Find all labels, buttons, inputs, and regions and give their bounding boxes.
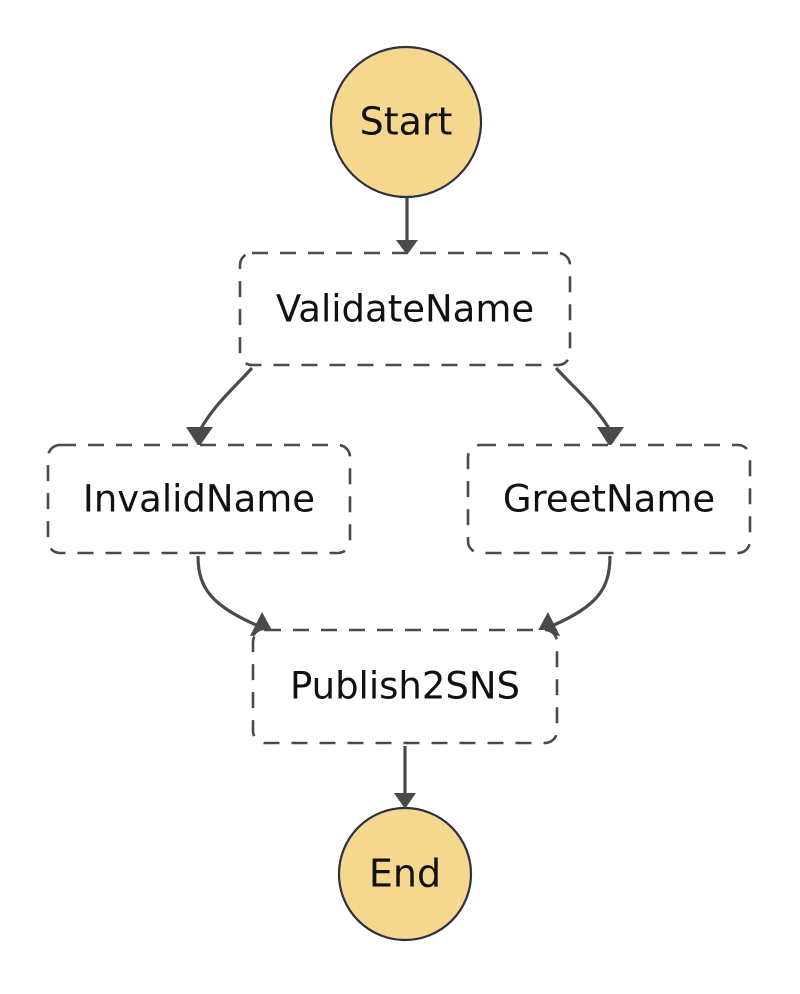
node-start[interactable]: Start bbox=[329, 45, 483, 199]
edge-validate-name-to-invalid-name bbox=[186, 366, 254, 447]
invalid-name-box[interactable] bbox=[46, 443, 352, 555]
validate-name-box[interactable] bbox=[238, 251, 572, 367]
arrow-head-icon bbox=[396, 240, 418, 255]
edge-publish2sns-to-end bbox=[394, 746, 416, 809]
greet-name-label: GreetName bbox=[503, 478, 715, 521]
edge-greet-name-to-publish2sns bbox=[536, 555, 612, 636]
greet-name-box[interactable] bbox=[466, 443, 752, 555]
edge-line bbox=[196, 555, 257, 627]
arrow-head-icon bbox=[186, 427, 213, 447]
end-label: End bbox=[369, 852, 441, 896]
edge-line bbox=[553, 555, 612, 627]
validate-name-label: ValidateName bbox=[276, 288, 534, 331]
edge-line bbox=[198, 366, 254, 431]
arrow-head-icon bbox=[597, 427, 624, 447]
publish2sns-box[interactable] bbox=[251, 628, 559, 745]
node-greet-name[interactable]: GreetName bbox=[466, 443, 752, 555]
edge-validate-name-to-greet-name bbox=[554, 366, 624, 447]
edge-start-to-validate-name bbox=[396, 197, 418, 255]
end-circle[interactable] bbox=[337, 806, 473, 942]
publish2sns-label: Publish2SNS bbox=[290, 665, 520, 708]
node-publish2sns[interactable]: Publish2SNS bbox=[251, 628, 559, 745]
arrow-head-icon bbox=[394, 793, 416, 809]
invalid-name-label: InvalidName bbox=[83, 478, 315, 521]
start-label: Start bbox=[360, 100, 453, 144]
edge-invalid-name-to-publish2sns bbox=[196, 555, 274, 636]
node-end[interactable]: End bbox=[337, 806, 473, 942]
node-invalid-name[interactable]: InvalidName bbox=[46, 443, 352, 555]
node-validate-name[interactable]: ValidateName bbox=[238, 251, 572, 367]
edge-line bbox=[554, 366, 612, 431]
start-circle[interactable] bbox=[329, 45, 483, 199]
